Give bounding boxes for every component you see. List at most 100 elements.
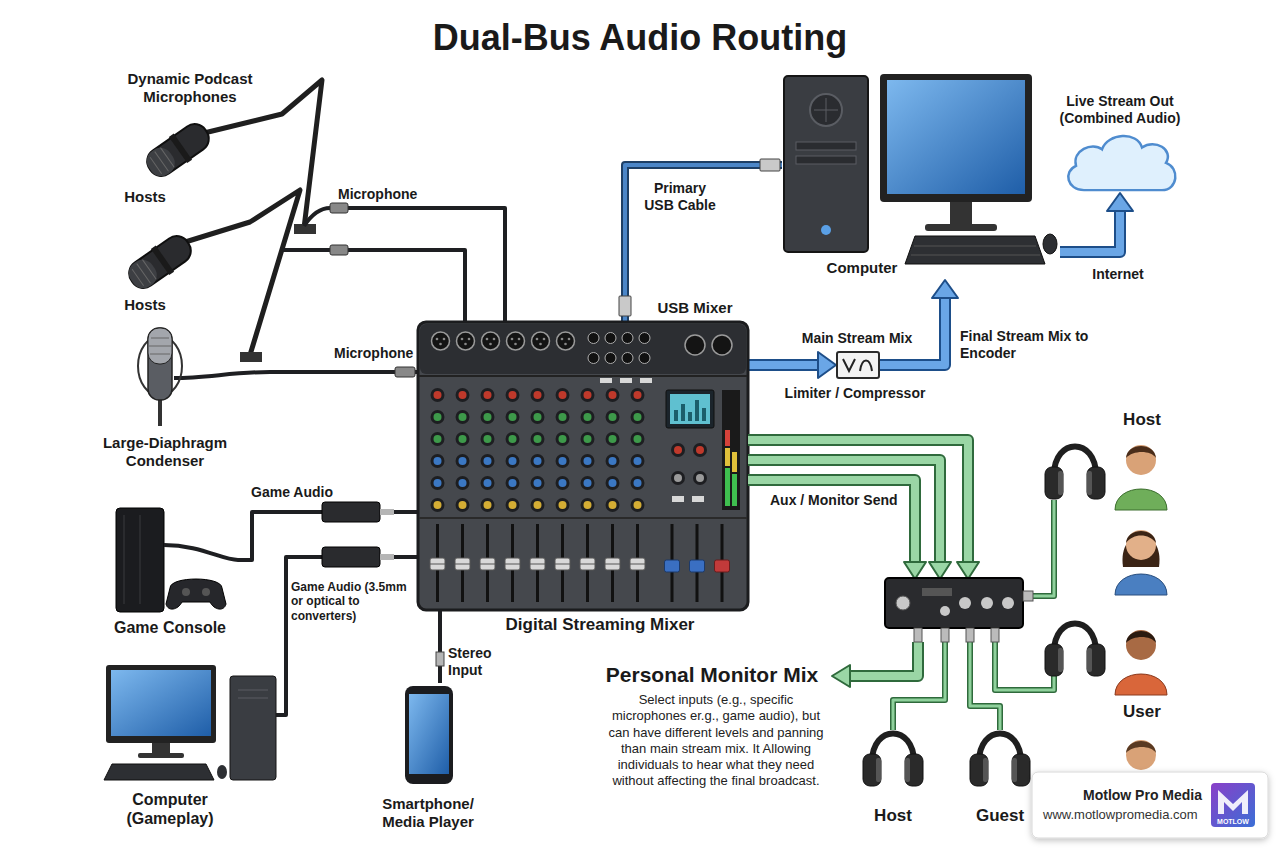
node-label: Dynamic Podcast Microphones — [115, 70, 265, 106]
game-console — [202, 588, 210, 596]
node-label: Host — [1107, 410, 1177, 430]
condenser-microphone — [138, 328, 415, 426]
streaming-mixer — [688, 412, 692, 421]
connector-line — [330, 208, 505, 322]
streaming-mixer — [619, 296, 631, 316]
edge-label: Internet — [1078, 266, 1158, 283]
node-label: Large-Diaphragm Condenser — [85, 434, 245, 470]
edge-label: Game Audio — [242, 484, 342, 501]
condenser-microphone — [148, 328, 172, 400]
gameplay-computer — [238, 698, 268, 699]
headphone-amplifier — [922, 588, 952, 596]
diagram-title: Dual-Bus Audio Routing — [290, 16, 990, 59]
microphone-boom — [330, 245, 348, 255]
headphone-amplifier — [1002, 597, 1014, 609]
cloud-outline — [1068, 136, 1175, 190]
streaming-mixer — [665, 560, 680, 572]
connector — [748, 352, 836, 378]
person-icon — [1126, 741, 1156, 753]
streaming-mixer — [702, 408, 706, 421]
audio-converter — [322, 502, 380, 522]
aux-send-arrows — [748, 440, 968, 562]
person-icon — [1115, 674, 1167, 695]
node-label: Hosts — [110, 188, 180, 206]
aux-send-arrows — [929, 562, 951, 579]
streaming-mixer — [693, 471, 707, 485]
streaming-mixer — [674, 474, 682, 482]
headphone-amplifier — [941, 628, 949, 642]
callout-label: Aux / Monitor Send — [770, 492, 920, 509]
connector-line — [625, 165, 782, 322]
streaming-mixer — [585, 328, 653, 368]
streaming-computer — [796, 142, 856, 150]
edge-label: Stereo Input — [448, 645, 504, 679]
person-icon — [1126, 445, 1156, 475]
gameplay-computer — [111, 670, 211, 736]
gameplay-computer — [106, 665, 216, 743]
watermark-text: Motlow Pro Media — [1083, 787, 1208, 804]
streaming-computer — [796, 156, 856, 164]
smartphone — [409, 694, 449, 774]
streaming-mixer — [674, 446, 682, 454]
streaming-mixer — [425, 384, 650, 516]
edge-label: Microphone — [338, 186, 428, 203]
condenser-microphone — [395, 367, 415, 377]
headphone-listener: Host — [858, 718, 930, 830]
streaming-mixer — [620, 378, 632, 383]
connector-line — [280, 557, 418, 715]
dynamic-microphone — [169, 133, 192, 163]
limiter-symbol — [860, 361, 872, 372]
smartphone — [405, 686, 453, 784]
arrow-head — [932, 280, 958, 298]
cloud-shape: Live Stream Out (Combined Audio) — [1062, 130, 1180, 193]
condenser-microphone — [148, 328, 172, 364]
streaming-mixer — [693, 443, 707, 457]
connector-line — [1060, 210, 1120, 252]
streaming-computer — [887, 80, 1025, 194]
edge-label: Final Stream Mix to Encoder — [960, 328, 1090, 362]
connector — [440, 610, 441, 683]
streaming-computer — [911, 255, 1040, 256]
headphones — [1045, 447, 1105, 500]
callout-heading: Personal Monitor Mix — [597, 662, 827, 687]
streaming-mixer — [671, 471, 685, 485]
headphone-amplifier — [966, 628, 974, 642]
smartphone: Smartphone/ Media Player — [378, 683, 478, 833]
streaming-mixer — [695, 400, 699, 421]
game-console — [166, 579, 226, 609]
streaming-mixer — [418, 296, 748, 610]
smartphone — [436, 652, 444, 666]
microphone-boom — [182, 190, 300, 355]
person-icon — [1115, 630, 1167, 695]
game-console — [124, 515, 125, 604]
headphone-wires — [1023, 500, 1054, 596]
person-icon — [1126, 631, 1156, 643]
streaming-mixer — [690, 560, 705, 572]
streaming-computer — [914, 246, 1036, 247]
streaming-computer — [1043, 234, 1057, 254]
headphones — [863, 447, 1105, 787]
headphone-amplifier — [991, 628, 999, 642]
watermark-box — [1032, 772, 1268, 838]
streaming-computer — [760, 159, 780, 171]
headphones — [863, 734, 923, 787]
headphone-amplifier — [1023, 591, 1033, 601]
person-icon — [1115, 445, 1167, 805]
dynamic-microphone — [151, 245, 174, 275]
streaming-mixer — [696, 474, 704, 482]
streaming-mixer — [725, 468, 730, 506]
aux-send-arrows — [904, 562, 926, 579]
microphone-boom — [240, 352, 262, 362]
gameplay-computer — [217, 765, 227, 779]
connector-line — [748, 359, 819, 371]
dynamic-microphone — [142, 260, 156, 280]
game-console — [164, 545, 238, 560]
streaming-computer — [925, 224, 997, 231]
dynamic-microphone — [124, 255, 161, 293]
microphone-boom — [282, 248, 330, 252]
streaming-mixer — [666, 390, 714, 428]
streaming-mixer — [732, 474, 737, 506]
aux-send-arrows — [957, 562, 979, 579]
dynamic-microphone — [137, 264, 151, 284]
